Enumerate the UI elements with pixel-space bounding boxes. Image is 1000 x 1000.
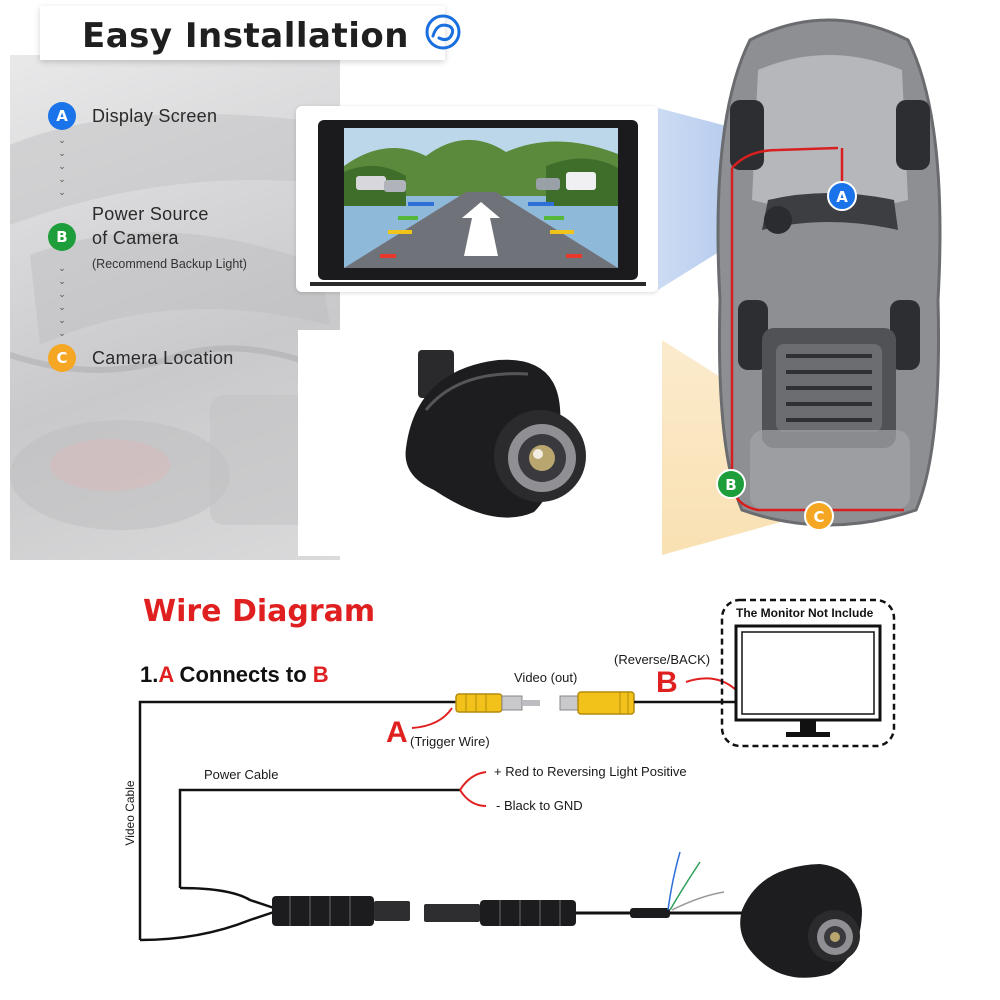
camera-icon xyxy=(740,864,862,978)
title-banner: Easy Installation xyxy=(40,6,445,60)
swirl-logo-icon xyxy=(425,14,461,50)
reverse-back-label: (Reverse/BACK) xyxy=(614,652,711,667)
connects-heading: 1.A Connects to B xyxy=(140,662,329,688)
car-marker-a: A xyxy=(836,188,848,206)
camera-image xyxy=(405,350,586,518)
badge-a: A xyxy=(48,102,76,130)
legend-label-display-screen: Display Screen xyxy=(92,106,218,126)
page-title: Easy Installation xyxy=(82,16,409,56)
power-cable-label: Power Cable xyxy=(204,767,279,782)
legend-note-backup-light: (Recommend Backup Light) xyxy=(92,257,247,271)
chevron-down-icon: ⌄⌄⌄⌄⌄⌄ xyxy=(58,263,66,338)
red-wire-label: + Red to Reversing Light Positive xyxy=(494,764,687,779)
installation-section: Easy Installation A Display Screen ⌄⌄⌄⌄⌄… xyxy=(10,6,942,560)
marker-b-label: B xyxy=(656,666,678,699)
monitor-image xyxy=(310,120,646,286)
connects-mid: Connects to xyxy=(173,662,313,687)
car-marker-b: B xyxy=(725,476,736,494)
connects-a: A xyxy=(158,662,174,687)
background-engine-photo xyxy=(10,55,340,560)
car-marker-c: C xyxy=(813,508,824,526)
badge-b: B xyxy=(48,223,76,251)
wire-diagram-lines xyxy=(138,598,896,978)
car-top-view-diagram: A B C xyxy=(658,18,942,555)
video-out-label: Video (out) xyxy=(514,670,578,685)
camera-product-panel xyxy=(298,330,660,556)
legend-label-of-camera: of Camera xyxy=(92,228,179,248)
legend-label-power-source: Power Source xyxy=(92,204,209,224)
video-cable-label: Video Cable xyxy=(123,780,137,846)
aviation-connector-male xyxy=(272,896,410,926)
engine-photo-illustration xyxy=(10,113,340,530)
marker-a-label: A xyxy=(386,716,408,749)
legend-label-camera-location: Camera Location xyxy=(92,348,234,368)
display-screen-panel xyxy=(296,106,658,292)
monitor-outline-icon xyxy=(734,624,882,737)
chevron-down-icon: ⌄⌄⌄⌄⌄ xyxy=(58,135,66,197)
connects-b: B xyxy=(312,662,329,687)
monitor-not-included-label: The Monitor Not Include xyxy=(736,606,874,620)
black-wire-label: - Black to GND xyxy=(496,798,583,813)
trigger-wire-label: (Trigger Wire) xyxy=(410,734,490,749)
aviation-connector-female xyxy=(424,900,576,926)
rca-connector-male xyxy=(455,693,540,713)
badge-c: C xyxy=(48,344,76,372)
connects-number: 1. xyxy=(140,662,159,687)
rca-connector-female xyxy=(559,691,635,715)
wire-diagram-title: Wire Diagram xyxy=(143,594,376,629)
wire-diagram-section: Wire Diagram 1.A Connects to B Video (ou… xyxy=(0,570,1000,1000)
